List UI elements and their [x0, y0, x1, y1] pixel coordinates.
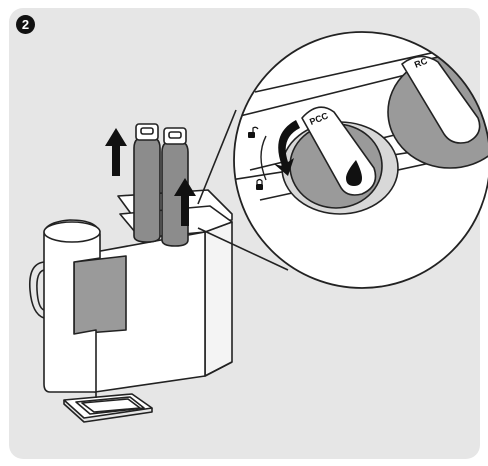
zoom-detail-view: PCC RC	[233, 31, 488, 289]
step-number: 2	[21, 17, 30, 32]
rc-knob-label: RC	[413, 55, 429, 69]
rotation-guide-arc	[260, 135, 267, 181]
unlock-icon	[248, 126, 259, 138]
up-arrow-icon	[105, 128, 127, 176]
tank-handle	[28, 261, 45, 319]
filter-cartridge-left	[133, 123, 161, 243]
zoom-callout-lines	[197, 109, 289, 271]
step-number-badge: 2	[16, 15, 35, 34]
filter-cartridges	[133, 123, 189, 247]
rc-knob-grip	[401, 55, 481, 144]
water-purifier-machine	[28, 189, 233, 423]
front-display-panel	[73, 255, 127, 335]
water-drop-icon	[346, 160, 362, 186]
lock-icon	[256, 178, 263, 190]
rotate-arrow-icon	[274, 120, 300, 176]
up-arrow-icon	[174, 178, 196, 226]
